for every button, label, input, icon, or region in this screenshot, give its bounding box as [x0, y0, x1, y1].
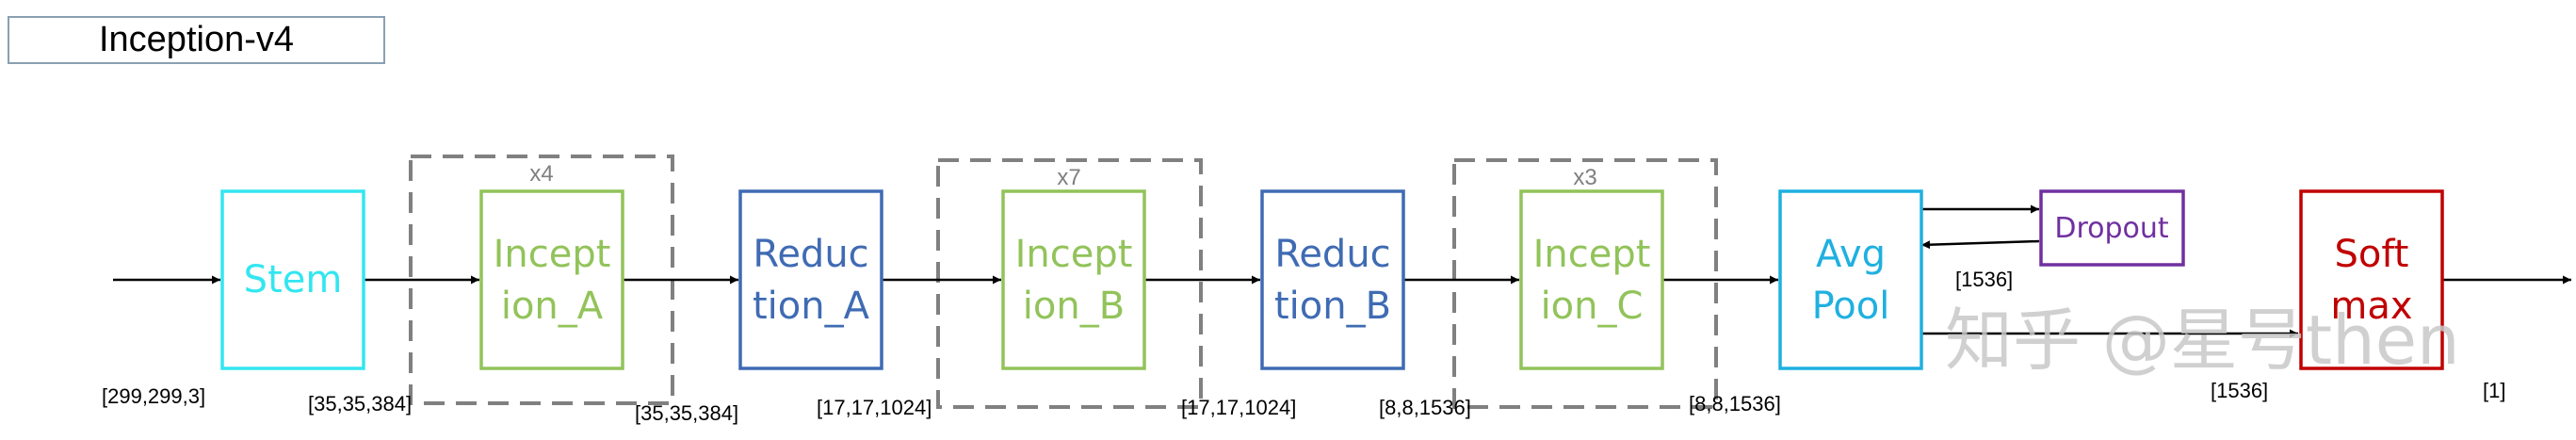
reduction-b-label-line1: Reduc — [1274, 233, 1390, 276]
inception-c-label-line2: ion_C — [1541, 285, 1644, 328]
inception-a-block — [479, 189, 624, 370]
repeat-box-inception-b — [936, 158, 1203, 409]
dropout-label: Dropout — [2054, 212, 2169, 245]
stem-block — [220, 189, 365, 370]
inception-a-label-line1: Incept — [494, 233, 611, 276]
softmax-block — [2299, 189, 2444, 370]
dim-input: [299,299,3] — [102, 384, 205, 408]
dropout-block — [2039, 189, 2185, 267]
inception-b-block — [1001, 189, 1146, 370]
dim-inception-b-out: [17,17,1024] — [1181, 396, 1296, 419]
dim-stem-out: [35,35,384] — [308, 392, 412, 416]
watermark: 知乎 @星号then — [1945, 301, 2460, 380]
reduction-b-block — [1260, 189, 1405, 370]
stem-block-label: Stem — [244, 258, 343, 301]
repeat-label-b: x7 — [1057, 165, 1080, 190]
inception-a-label-line2: ion_A — [501, 285, 604, 328]
dim-inception-c-out: [8,8,1536] — [1689, 392, 1781, 416]
arrow-dropout-to-avgpool — [1920, 239, 2040, 250]
softmax-label-line2: max — [2330, 285, 2412, 328]
softmax-label-line1: Soft — [2335, 233, 2409, 276]
avgpool-block — [1778, 189, 1923, 370]
dim-pool-out: [1536] — [2211, 379, 2268, 402]
inception-b-label-line2: ion_B — [1023, 285, 1125, 328]
avgpool-label-line1: Avg — [1816, 233, 1886, 276]
inception-c-block — [1519, 189, 1664, 370]
inception-c-label-line1: Incept — [1533, 233, 1651, 276]
repeat-box-inception-c — [1452, 158, 1718, 409]
reduction-a-label-line1: Reduc — [753, 233, 868, 276]
repeat-label-c: x3 — [1573, 165, 1596, 190]
inception-b-label-line1: Incept — [1015, 233, 1133, 276]
diagram-title: Inception-v4 — [8, 16, 385, 64]
repeat-label-a: x4 — [529, 161, 553, 187]
avgpool-label-line2: Pool — [1812, 285, 1890, 328]
reduction-b-label-line2: tion_B — [1274, 285, 1391, 328]
dim-reduction-a-out: [17,17,1024] — [817, 396, 932, 419]
reduction-a-block — [738, 189, 883, 370]
dim-output: [1] — [2483, 379, 2505, 402]
dim-dropout-out: [1536] — [1955, 268, 2013, 291]
reduction-a-label-line2: tion_A — [753, 285, 870, 328]
dim-inception-a-out: [35,35,384] — [635, 401, 738, 425]
dim-reduction-b-out: [8,8,1536] — [1379, 396, 1471, 419]
